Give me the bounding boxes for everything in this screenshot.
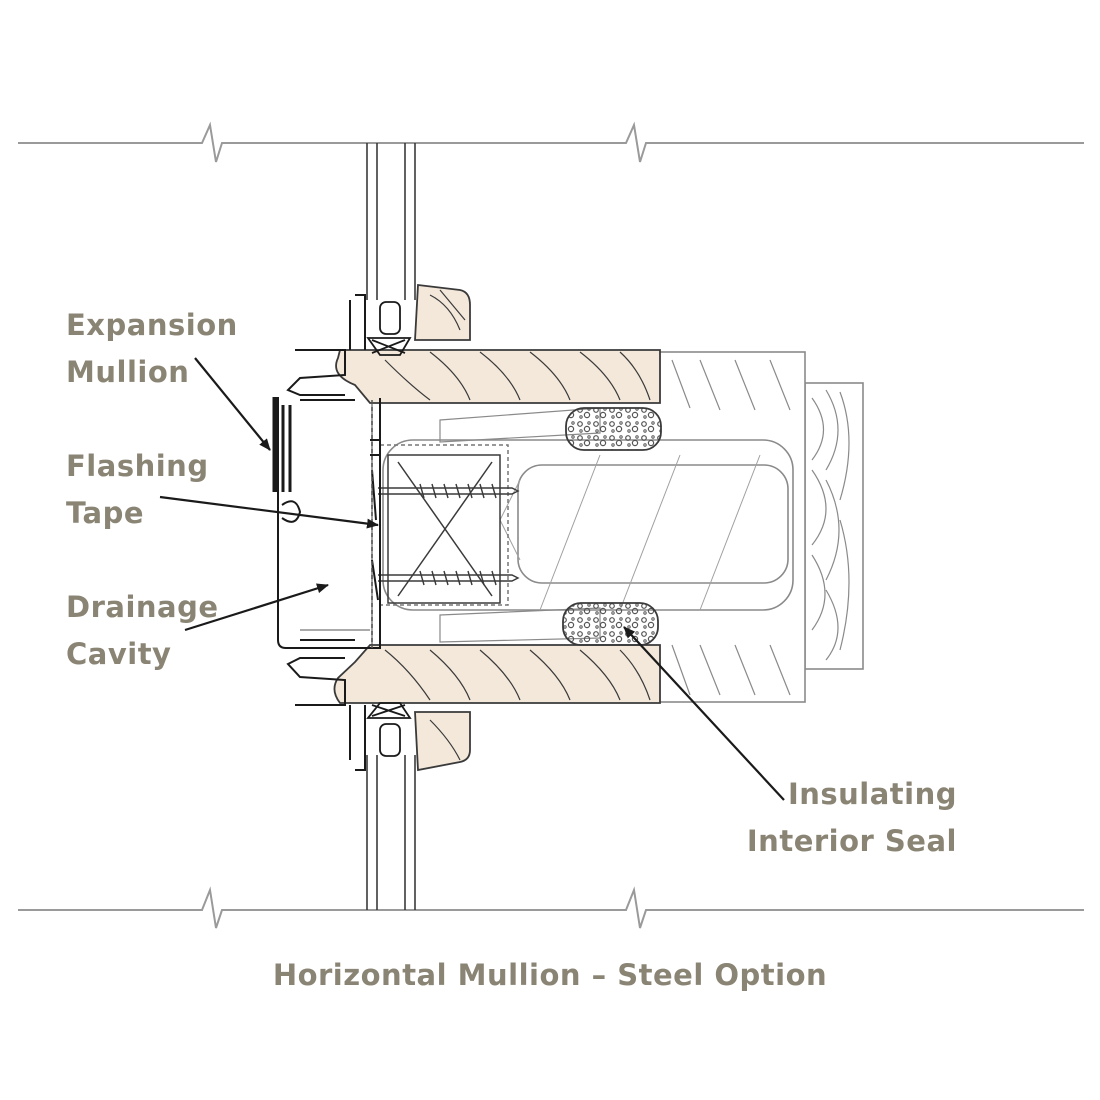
- screw-lower: [378, 570, 520, 586]
- leader-expansion-mullion: [194, 357, 271, 451]
- leader-insulating-seal: [623, 626, 785, 801]
- label-flashing-tape: Flashing Tape: [66, 443, 209, 537]
- leader-drainage-cavity: [184, 583, 329, 632]
- interior-seal-upper: [565, 407, 662, 451]
- glazing-lower: [366, 755, 416, 910]
- label-insulating-line2: Interior Seal: [746, 824, 957, 858]
- expansion-mullion-profile: [272, 294, 381, 771]
- label-drainage-line1: Drainage: [66, 590, 219, 624]
- diagram-caption: Horizontal Mullion – Steel Option: [272, 958, 828, 992]
- upper-wood-member: [335, 283, 661, 404]
- lower-wood-member: [333, 644, 661, 772]
- leader-flashing-tape: [159, 495, 379, 529]
- label-expansion-line2: Mullion: [66, 355, 190, 389]
- interior-wood-trim: [804, 382, 864, 670]
- top-break-line: [18, 121, 1084, 163]
- label-flashing-line1: Flashing: [66, 449, 209, 483]
- screw-upper: [378, 483, 520, 499]
- glazing-upper: [366, 143, 416, 300]
- label-expansion-mullion: Expansion Mullion: [66, 302, 238, 396]
- steel-block: [379, 444, 509, 606]
- label-drainage-line2: Cavity: [66, 637, 172, 671]
- label-insulating-interior-seal: Insulating Interior Seal: [747, 771, 957, 865]
- glazing-gaskets: [366, 301, 412, 757]
- label-drainage-cavity: Drainage Cavity: [66, 584, 219, 678]
- label-expansion-line1: Expansion: [66, 308, 238, 342]
- label-insulating-line1: Insulating: [787, 777, 957, 811]
- bottom-break-line: [18, 886, 1084, 929]
- label-flashing-line2: Tape: [66, 496, 145, 530]
- interior-seal-lower: [562, 602, 659, 646]
